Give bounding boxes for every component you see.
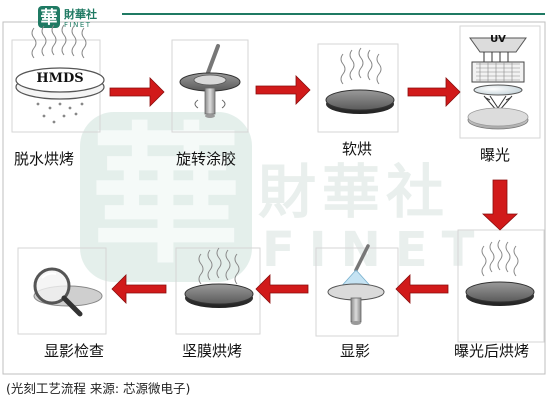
flow-arrows bbox=[109, 75, 519, 304]
hard-bake-wafer-icon bbox=[184, 283, 254, 308]
header-logo-badge bbox=[38, 6, 60, 28]
exposure-wafer-icon bbox=[467, 107, 529, 130]
hmds-fumes-icon bbox=[31, 24, 87, 59]
spin-chuck-icon bbox=[179, 72, 241, 118]
step-label-hard-bake: 坚膜烘烤 bbox=[182, 342, 242, 360]
uv-lamp-icon bbox=[469, 37, 527, 53]
arrow-left-3 bbox=[111, 274, 167, 304]
peb-wafer-icon bbox=[465, 281, 535, 306]
arrow-left-1 bbox=[395, 274, 449, 304]
photomask-icon bbox=[471, 61, 525, 83]
arrow-right-3 bbox=[407, 77, 461, 107]
arrow-right-2 bbox=[255, 75, 311, 105]
step-develop: 显影 bbox=[327, 244, 385, 360]
watermark: 華 財華社 FINET bbox=[80, 108, 488, 284]
step-soft-bake: 软烘 bbox=[325, 47, 395, 158]
step-label-soft-bake: 软烘 bbox=[342, 140, 372, 158]
hmds-drops-icon bbox=[36, 102, 84, 124]
arrow-right-1 bbox=[109, 77, 165, 107]
step-label-inspection: 显影检查 bbox=[44, 342, 104, 360]
soft-bake-heat-icon bbox=[340, 47, 382, 85]
header-brand-en: FINET bbox=[64, 21, 92, 29]
step-spin-coat: 旋转涂胶 bbox=[176, 44, 241, 168]
step-post-exposure-bake: 曝光后烘烤 bbox=[454, 239, 535, 360]
figure-caption: (光刻工艺流程 来源: 芯源微电子) bbox=[6, 381, 191, 396]
arrow-left-2 bbox=[255, 274, 309, 304]
step-label-dehydration-bake: 脱水烘烤 bbox=[14, 150, 74, 168]
watermark-logo-char: 華 bbox=[91, 108, 241, 284]
developer-nozzle-icon bbox=[354, 244, 370, 272]
header-brand-cn: 財華社 bbox=[63, 7, 97, 21]
soft-bake-wafer-icon bbox=[325, 89, 395, 114]
lens-icon bbox=[473, 84, 523, 96]
uv-rays-icon bbox=[483, 52, 509, 62]
uv-label: UV bbox=[490, 34, 506, 45]
step-label-post-exposure-bake: 曝光后烘烤 bbox=[454, 342, 529, 360]
header-logo-char: 華 bbox=[41, 8, 58, 28]
header-logo: 華 財華社 FINET bbox=[38, 6, 545, 29]
step-exposure: UV 曝光 bbox=[467, 34, 529, 164]
hmds-wafer-icon bbox=[15, 67, 105, 100]
magnifier-icon bbox=[33, 267, 83, 317]
step-hard-bake: 坚膜烘烤 bbox=[182, 247, 254, 360]
step-dehydration-bake: HMDS 脱水烘烤 bbox=[14, 24, 105, 168]
arrow-down bbox=[481, 179, 519, 231]
watermark-badge bbox=[80, 112, 252, 282]
step-label-exposure: 曝光 bbox=[480, 146, 510, 164]
hmds-label: HMDS bbox=[36, 71, 83, 86]
outer-frame bbox=[2, 21, 546, 375]
watermark-brand-en: FINET bbox=[262, 222, 488, 278]
step-label-develop: 显影 bbox=[340, 342, 370, 360]
watermark-brand-cn: 財華社 bbox=[258, 158, 450, 226]
step-label-spin-coat: 旋转涂胶 bbox=[176, 150, 236, 168]
step-inspection: 显影检查 bbox=[33, 267, 104, 360]
develop-chuck-icon bbox=[327, 283, 385, 325]
